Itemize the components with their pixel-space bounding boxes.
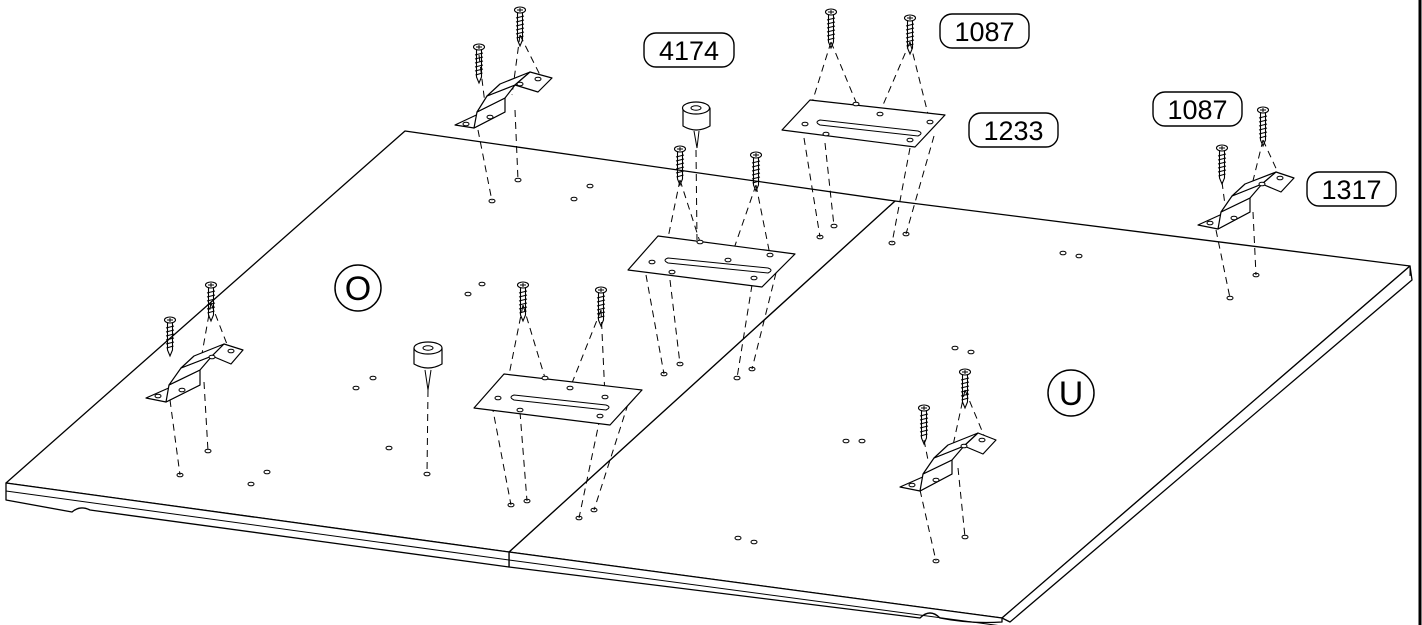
part-tag-1233-text: 1233 [983, 116, 1043, 146]
left-panel [5, 130, 999, 625]
panel-holes [176, 177, 1260, 564]
part-tag-1233: 1233 [968, 112, 1059, 148]
part-tag-1087-right: 1087 [1152, 91, 1243, 127]
felt-foot-left [413, 341, 443, 391]
part-tag-1087-top-text: 1087 [954, 17, 1014, 47]
z-bracket-top-left [454, 71, 553, 129]
panel-label-u: U [1047, 369, 1095, 417]
connector-plate-lower [473, 373, 643, 426]
right-panel [508, 200, 1413, 624]
z-bracket-right [1197, 171, 1295, 230]
panel-label-o-text: O [345, 270, 371, 308]
connector-plate-top [781, 99, 946, 148]
panel-label-o: O [334, 264, 382, 312]
right-panel-side-edge [1001, 265, 1413, 623]
part-tag-4174-text: 4174 [659, 36, 719, 66]
part-tag-1317-text: 1317 [1321, 175, 1381, 205]
part-tag-4174: 4174 [643, 32, 735, 68]
part-tag-1087-right-text: 1087 [1167, 95, 1227, 125]
part-tag-1317: 1317 [1306, 171, 1397, 207]
connector-plate-middle [627, 235, 796, 288]
z-bracket-left [145, 343, 244, 403]
part-tag-1087-top: 1087 [939, 13, 1030, 49]
z-bracket-lower-right [899, 432, 997, 492]
panel-label-u-text: U [1059, 375, 1084, 413]
felt-foot-top [681, 101, 711, 149]
